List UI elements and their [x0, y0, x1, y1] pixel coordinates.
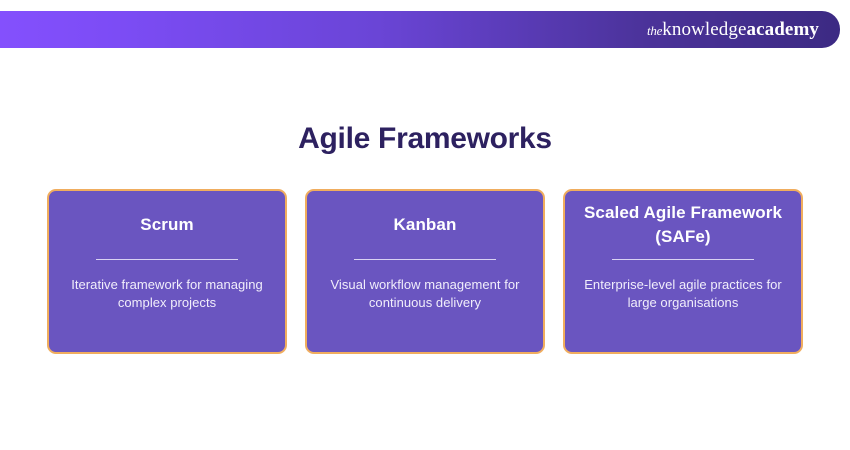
header-brand-bar: theknowledgeacademy: [0, 11, 840, 48]
framework-card-safe[interactable]: Scaled Agile Framework (SAFe) Enterprise…: [563, 189, 803, 354]
card-title-wrap: Kanban: [317, 191, 533, 259]
card-description: Enterprise-level agile practices for lar…: [584, 277, 782, 310]
brand-logo-the: the: [646, 23, 663, 38]
card-title: Kanban: [393, 215, 457, 234]
card-divider: [612, 259, 754, 260]
framework-cards-row: Scrum Iterative framework for managing c…: [47, 189, 803, 354]
card-description: Visual workflow management for continuou…: [330, 277, 520, 310]
card-title: Scrum: [140, 215, 194, 234]
brand-logo: theknowledgeacademy: [647, 20, 819, 39]
card-divider: [354, 259, 496, 260]
card-title-wrap: Scrum: [59, 191, 275, 259]
brand-logo-knowledge: knowledge: [662, 19, 747, 40]
card-description: Iterative framework for managing complex…: [71, 277, 263, 310]
card-divider: [96, 259, 238, 260]
brand-logo-academy: academy: [746, 19, 819, 40]
card-title-wrap: Scaled Agile Framework (SAFe): [575, 191, 791, 259]
card-title: Scaled Agile Framework (SAFe): [583, 203, 783, 246]
page-title: Agile Frameworks: [298, 122, 552, 156]
framework-card-scrum[interactable]: Scrum Iterative framework for managing c…: [47, 189, 287, 354]
framework-card-kanban[interactable]: Kanban Visual workflow management for co…: [305, 189, 545, 354]
